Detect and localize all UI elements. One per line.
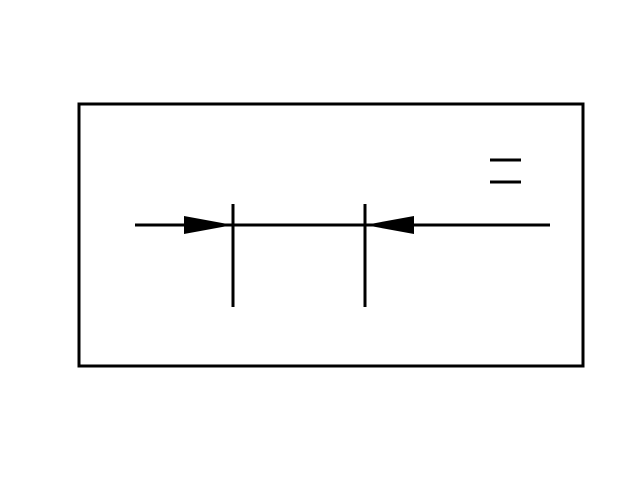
right-arrowhead (365, 216, 414, 234)
left-arrowhead (184, 216, 233, 234)
equal-sign-icon (490, 158, 521, 184)
frame (77, 102, 585, 368)
